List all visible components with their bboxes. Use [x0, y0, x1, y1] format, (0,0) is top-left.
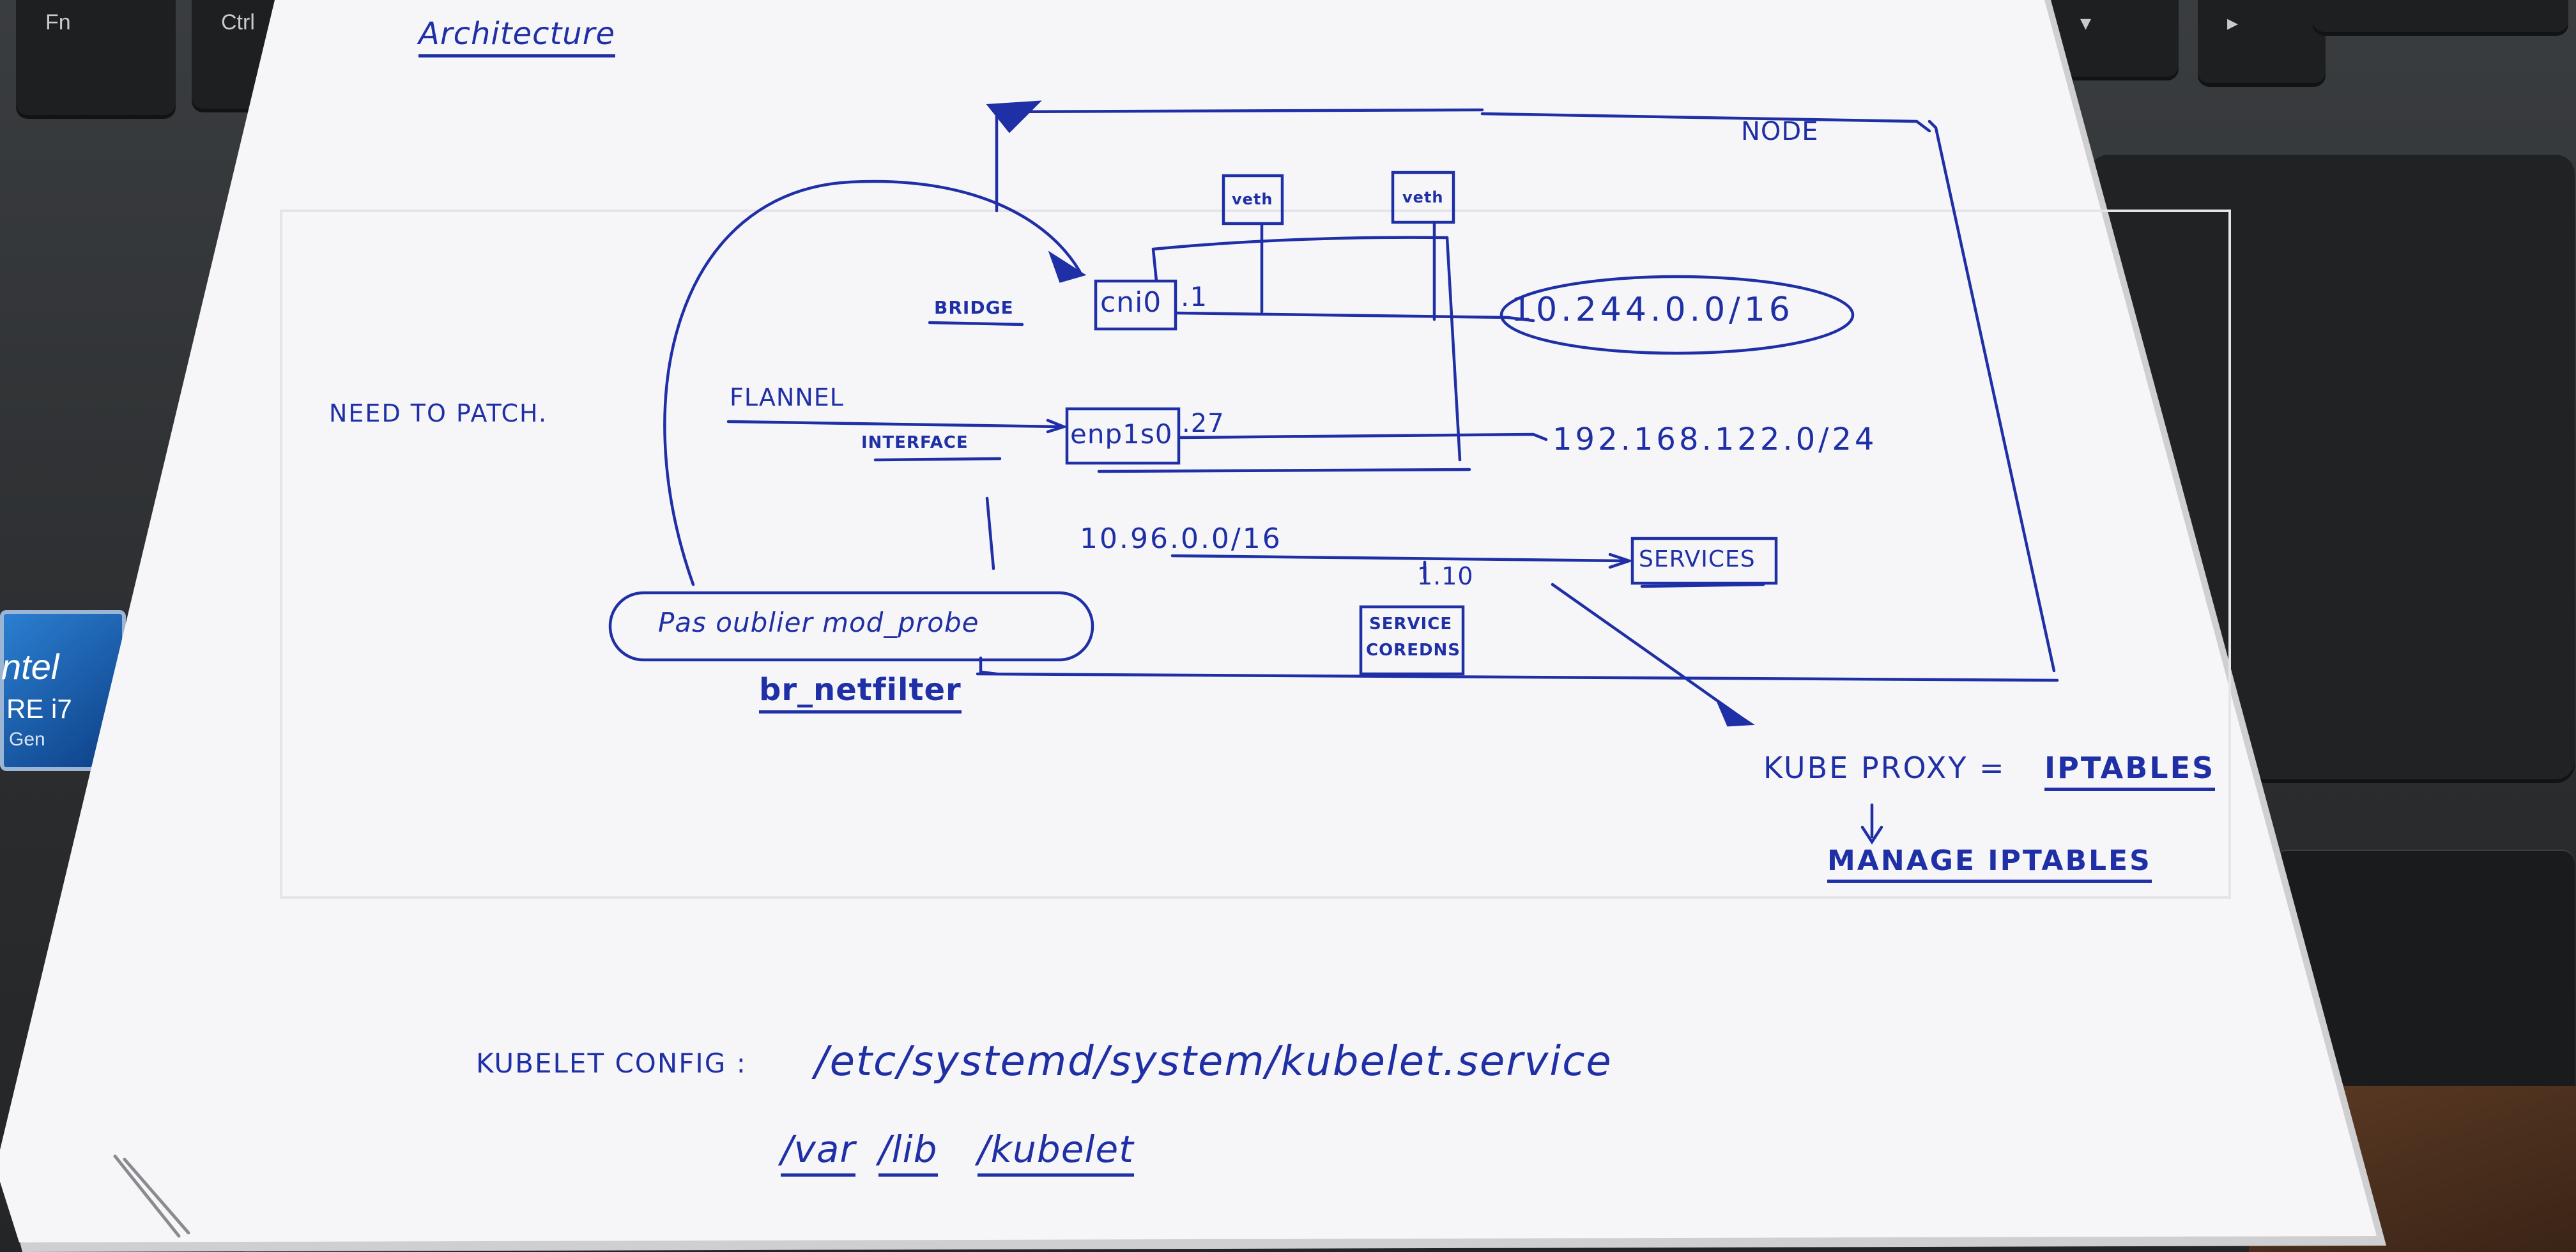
enp-box	[1065, 407, 1181, 465]
kube-proxy-label: KUBE PROXY =	[1763, 751, 2006, 785]
services-underline	[1640, 583, 1765, 588]
paper-sheet-shape	[0, 0, 2377, 1242]
services-line	[1170, 554, 1628, 563]
bleed-through-box	[280, 210, 2231, 899]
sticker-gen: Gen	[9, 729, 45, 750]
flannel-arrow	[726, 420, 1062, 429]
flannel-label: FLANNEL	[730, 383, 844, 411]
veth1-label: veth	[1232, 190, 1273, 208]
service-coredns-box	[1359, 605, 1465, 676]
diagram-title: Architecture	[418, 16, 615, 57]
enp-label: enp1s0	[1070, 418, 1173, 450]
veth1-box	[1222, 174, 1284, 225]
node-box-top	[995, 108, 1931, 133]
enp-line	[1177, 432, 1548, 441]
interface-underline	[873, 457, 1002, 462]
cni0-label: cni0	[1100, 286, 1162, 319]
staple	[113, 1154, 190, 1238]
cni0-line	[1174, 311, 1535, 323]
side-note: NEED TO PATCH.	[329, 399, 548, 427]
node-box-right	[1928, 119, 2056, 673]
bridge-underline	[928, 321, 1024, 326]
sticker-brand: ntel	[1, 646, 59, 687]
mod-probe-bottom	[979, 656, 999, 676]
enp-under-line	[1097, 468, 1471, 473]
bridge-left-line	[1151, 247, 1158, 283]
services-arrowhead	[1608, 553, 1634, 569]
pod-cidr-ellipse	[1499, 275, 1855, 355]
interface-vertical	[985, 496, 995, 570]
key-arrow-down: ▾	[2051, 0, 2179, 77]
manage-arrowhead	[1860, 825, 1883, 845]
service-ip-label: 1.10	[1417, 562, 1474, 590]
interface-label: INTERFACE	[861, 433, 969, 452]
var-lib-var: /var	[781, 1127, 856, 1177]
kubelet-config-label: KUBELET CONFIG :	[476, 1048, 747, 1079]
manage-iptables-label: MANAGE IPTABLES	[1827, 844, 2152, 883]
node-box-bottom	[976, 672, 2059, 682]
veth2-box	[1391, 171, 1455, 224]
bridge-right-line	[1445, 236, 1462, 462]
service-coredns-line2: COREDNS	[1366, 641, 1461, 660]
services-label: SERVICES	[1639, 546, 1756, 572]
iptables-label: IPTABLES	[2044, 751, 2216, 791]
pod-cidr-label: 10.244.0.0/16	[1511, 291, 1794, 329]
arrowhead-cni0	[1048, 250, 1087, 283]
sticker-model: RE i7	[6, 694, 72, 724]
br-netfilter-label: br_netfilter	[759, 672, 962, 714]
service-cidr-label: 10.96.0.0/16	[1080, 523, 1282, 555]
key-arrow-right: ▸	[2198, 0, 2326, 83]
var-lib-lib: /lib	[878, 1127, 938, 1177]
node-flag	[986, 100, 1042, 134]
probe-note: Pas oublier mod_probe	[658, 607, 979, 638]
service-coredns-line1: SERVICE	[1369, 615, 1453, 634]
var-lib-kubelet: /kubelet	[977, 1127, 1134, 1177]
bridge-label: BRIDGE	[934, 297, 1014, 318]
kubelet-config-path: /etc/systemd/system/kubelet.service	[815, 1038, 1613, 1085]
cni0-box	[1094, 279, 1177, 331]
node-label: NODE	[1741, 117, 1819, 146]
key-label: Ctrl	[221, 10, 255, 34]
cni0-ip: .1	[1181, 281, 1208, 312]
key-label: ▾	[2080, 11, 2092, 35]
arc-probe-to-cni0	[663, 179, 1082, 586]
services-box	[1630, 537, 1778, 585]
flannel-arrowhead	[1046, 418, 1068, 434]
kube-proxy-arrow	[1551, 583, 1749, 724]
key-label: ▸	[2227, 11, 2239, 35]
host-cidr-label: 192.168.122.0/24	[1552, 422, 1878, 457]
bridge-top-line	[1151, 236, 1449, 251]
veth2-label: veth	[1402, 188, 1444, 206]
key-label: Fn	[45, 10, 71, 34]
key-fn: Fn	[16, 0, 176, 115]
mod-probe-box	[608, 591, 1094, 662]
enp-ip: .27	[1182, 409, 1225, 438]
key-top-right	[2313, 0, 2568, 32]
kube-proxy-arrowhead	[1715, 698, 1755, 727]
